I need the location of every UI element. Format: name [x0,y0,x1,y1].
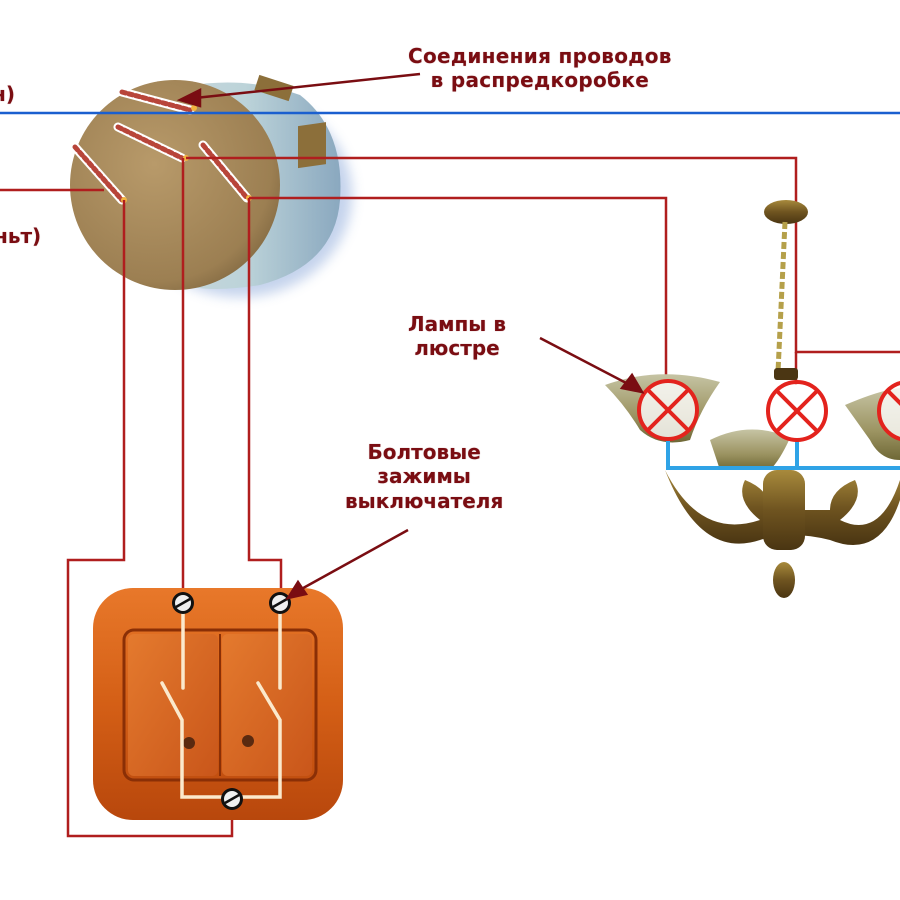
contact-left-blade [160,681,234,799]
label-switch-clamps: Болтовые зажимы выключателя [345,440,503,513]
label-line: Болтовые [367,440,481,464]
switch-out-2-wire [247,198,283,600]
label-line: выключателя [345,488,504,513]
lamp-icon [766,380,828,442]
wire-twist-3 [70,142,127,205]
chandelier-arms [665,470,900,545]
phase-to-switch-common [66,200,234,838]
chandelier-finial [773,562,795,598]
lamp-icon [637,379,699,441]
label-neutral-cut: н) [0,82,15,106]
arrow-icon [176,72,421,108]
label-chandelier-lamps: Лампы в люстре [408,312,506,360]
chandelier-stem [763,470,805,550]
lamp-feed-wire-1 [186,156,900,354]
label-line: Соединения проводов [408,44,672,68]
wire-twist-connections [70,87,252,205]
label-line: зажимы [377,464,471,489]
switch-key-right [222,634,312,776]
wire-twist-1 [117,87,195,115]
two-gang-switch [93,588,343,820]
label-junction-connections: Соединения проводов в распредкоробке [408,44,672,92]
lamp-symbols [637,379,900,442]
lamp-icon [877,381,900,441]
lamp-feed-wire-2 [249,196,668,385]
label-phase-cut: ньт) [0,224,42,248]
switch-contacts [160,606,282,799]
label-line: люстре [414,336,500,360]
screw-terminal-icon [269,592,291,614]
arrow-icon [539,336,645,394]
contact-right-blade [230,681,282,799]
screw-terminal-icon [172,592,194,614]
wire-twist-4 [198,140,252,203]
label-line: в распредкоробке [430,68,650,92]
arrow-icon [285,528,409,600]
screw-terminal-icon [221,788,243,810]
lamp-neutral-wire [666,440,900,470]
screw-terminals [172,592,291,810]
chain [775,221,788,373]
annotation-arrows [176,72,645,600]
label-line: Лампы в [408,312,506,336]
phase-wires [0,156,900,838]
wire-twist-2 [113,122,187,163]
ceiling-cup [764,200,808,224]
shade-center [710,429,790,470]
